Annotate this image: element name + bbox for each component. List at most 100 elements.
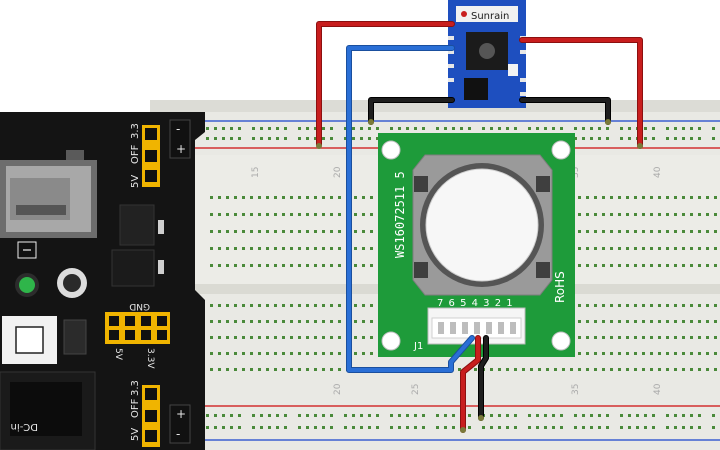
rail-hole[interactable] [712, 137, 715, 140]
terminal-hole[interactable] [258, 304, 261, 307]
terminal-hole[interactable] [226, 213, 229, 216]
terminal-hole[interactable] [514, 368, 517, 371]
terminal-hole[interactable] [650, 368, 653, 371]
terminal-hole[interactable] [658, 230, 661, 233]
terminal-hole[interactable] [290, 304, 293, 307]
terminal-hole[interactable] [658, 352, 661, 355]
terminal-hole[interactable] [634, 336, 637, 339]
terminal-hole[interactable] [594, 320, 597, 323]
rail-hole[interactable] [698, 137, 701, 140]
terminal-hole[interactable] [282, 230, 285, 233]
rail-hole[interactable] [436, 426, 439, 429]
terminal-hole[interactable] [362, 352, 365, 355]
rail-hole[interactable] [544, 127, 547, 130]
rail-hole[interactable] [620, 414, 623, 417]
terminal-hole[interactable] [698, 304, 701, 307]
rail-hole[interactable] [298, 137, 301, 140]
terminal-hole[interactable] [642, 247, 645, 250]
terminal-hole[interactable] [354, 320, 357, 323]
terminal-hole[interactable] [330, 230, 333, 233]
terminal-hole[interactable] [234, 352, 237, 355]
terminal-hole[interactable] [234, 368, 237, 371]
terminal-hole[interactable] [338, 230, 341, 233]
terminal-hole[interactable] [698, 247, 701, 250]
rail-hole[interactable] [652, 414, 655, 417]
rail-hole[interactable] [422, 127, 425, 130]
terminal-hole[interactable] [698, 368, 701, 371]
terminal-hole[interactable] [242, 196, 245, 199]
rail-hole[interactable] [298, 127, 301, 130]
terminal-hole[interactable] [322, 368, 325, 371]
terminal-hole[interactable] [666, 213, 669, 216]
rail-hole[interactable] [606, 137, 609, 140]
terminal-hole[interactable] [250, 320, 253, 323]
terminal-hole[interactable] [242, 352, 245, 355]
terminal-hole[interactable] [586, 213, 589, 216]
terminal-hole[interactable] [314, 368, 317, 371]
terminal-hole[interactable] [690, 213, 693, 216]
terminal-hole[interactable] [650, 352, 653, 355]
terminal-hole[interactable] [234, 336, 237, 339]
terminal-hole[interactable] [626, 230, 629, 233]
terminal-hole[interactable] [282, 213, 285, 216]
rail-hole[interactable] [628, 426, 631, 429]
terminal-hole[interactable] [306, 213, 309, 216]
terminal-hole[interactable] [314, 304, 317, 307]
terminal-hole[interactable] [354, 336, 357, 339]
terminal-hole[interactable] [530, 368, 533, 371]
rail-hole[interactable] [674, 414, 677, 417]
terminal-hole[interactable] [618, 352, 621, 355]
terminal-hole[interactable] [578, 320, 581, 323]
terminal-hole[interactable] [362, 247, 365, 250]
terminal-hole[interactable] [578, 304, 581, 307]
terminal-hole[interactable] [362, 213, 365, 216]
terminal-hole[interactable] [642, 230, 645, 233]
terminal-hole[interactable] [634, 264, 637, 267]
terminal-hole[interactable] [506, 368, 509, 371]
wire-sensor-red[interactable] [461, 336, 480, 432]
terminal-hole[interactable] [714, 196, 717, 199]
rail-hole[interactable] [560, 426, 563, 429]
terminal-hole[interactable] [226, 247, 229, 250]
rail-hole[interactable] [222, 127, 225, 130]
rail-hole[interactable] [666, 426, 669, 429]
rail-hole[interactable] [230, 414, 233, 417]
terminal-hole[interactable] [290, 352, 293, 355]
terminal-hole[interactable] [602, 304, 605, 307]
terminal-hole[interactable] [258, 368, 261, 371]
rail-hole[interactable] [552, 426, 555, 429]
terminal-hole[interactable] [666, 352, 669, 355]
terminal-hole[interactable] [650, 230, 653, 233]
terminal-hole[interactable] [674, 320, 677, 323]
rail-hole[interactable] [574, 137, 577, 140]
terminal-hole[interactable] [594, 304, 597, 307]
terminal-hole[interactable] [634, 352, 637, 355]
wire-red-right[interactable] [520, 38, 642, 148]
terminal-hole[interactable] [690, 230, 693, 233]
terminal-hole[interactable] [306, 336, 309, 339]
rail-hole[interactable] [674, 137, 677, 140]
terminal-hole[interactable] [610, 264, 613, 267]
rail-hole[interactable] [436, 127, 439, 130]
terminal-hole[interactable] [362, 320, 365, 323]
terminal-hole[interactable] [626, 264, 629, 267]
terminal-hole[interactable] [210, 264, 213, 267]
terminal-hole[interactable] [714, 352, 717, 355]
rail-hole[interactable] [574, 426, 577, 429]
terminal-hole[interactable] [706, 264, 709, 267]
rail-hole[interactable] [206, 137, 209, 140]
rail-hole[interactable] [552, 127, 555, 130]
terminal-hole[interactable] [218, 196, 221, 199]
rail-hole[interactable] [414, 414, 417, 417]
terminal-hole[interactable] [714, 230, 717, 233]
terminal-hole[interactable] [322, 230, 325, 233]
terminal-hole[interactable] [458, 368, 461, 371]
rail-hole[interactable] [368, 137, 371, 140]
terminal-hole[interactable] [370, 352, 373, 355]
terminal-hole[interactable] [242, 320, 245, 323]
rail-hole[interactable] [406, 127, 409, 130]
terminal-hole[interactable] [242, 336, 245, 339]
terminal-hole[interactable] [226, 264, 229, 267]
terminal-hole[interactable] [626, 352, 629, 355]
terminal-hole[interactable] [354, 213, 357, 216]
